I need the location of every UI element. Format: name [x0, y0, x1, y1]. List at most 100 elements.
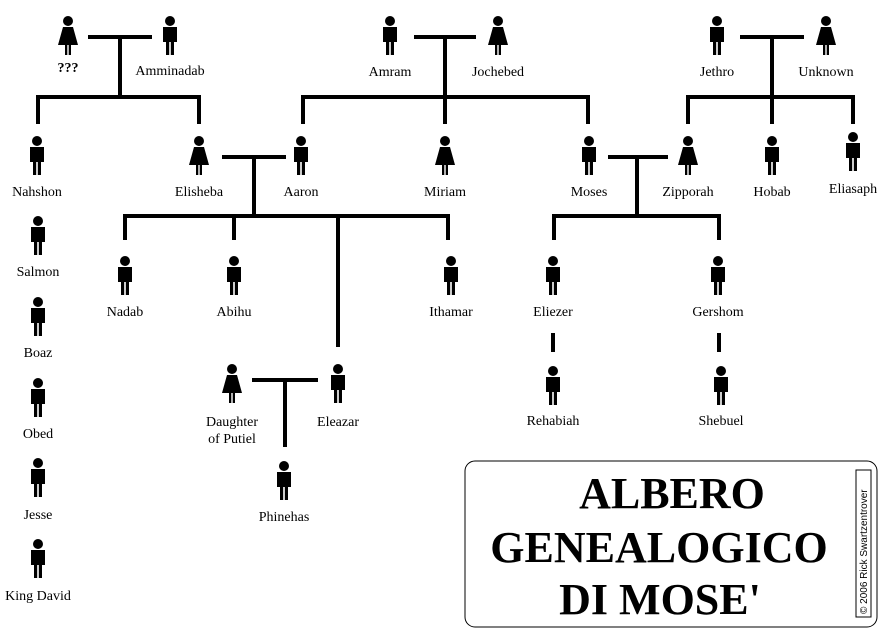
person-gershom: Gershom [692, 256, 744, 320]
person-name: ??? [58, 61, 79, 76]
person-name: Ithamar [429, 305, 473, 320]
male-person-icon [714, 366, 728, 405]
person-miriam: Miriam [424, 136, 466, 200]
person-name: Zipporah [662, 185, 713, 200]
person-name: Eliasaph [829, 182, 877, 197]
male-person-icon [30, 136, 44, 175]
person-name: King David [5, 589, 71, 604]
person-shebuel: Shebuel [698, 366, 744, 429]
person-nadab: Nadab [107, 256, 144, 320]
female-person-icon [222, 364, 242, 403]
person-obed: Obed [23, 378, 53, 442]
person-name: Jesse [24, 508, 53, 523]
person-name: Amminadab [135, 64, 204, 79]
person-daughter-of-putiel: Daughter of Putiel [206, 364, 258, 447]
person-name: Rehabiah [527, 414, 580, 429]
person-name: Hobab [753, 185, 790, 200]
person-jethro: Jethro [700, 16, 734, 80]
title-box: ALBERO GENEALOGICO DI MOSE' © 2006 Rick … [464, 460, 878, 628]
male-person-icon [331, 364, 345, 403]
title-line-3: DI MOSE' [559, 575, 761, 624]
person-name: Obed [23, 427, 53, 442]
person-name: Eleazar [317, 415, 359, 430]
title-line-1: ALBERO [579, 469, 765, 518]
male-person-icon [294, 136, 308, 175]
person-eleazar: Eleazar [317, 364, 359, 430]
person-boaz: Boaz [24, 297, 53, 361]
marriage-line-eleazar [252, 378, 318, 447]
copyright-text: © 2006 Rick Swartzentrover [859, 489, 870, 614]
person-name: Miriam [424, 185, 466, 200]
person-name: Elisheba [175, 185, 224, 200]
male-person-icon [31, 458, 45, 497]
male-person-icon [31, 216, 45, 255]
male-person-icon [582, 136, 596, 175]
marriage-line-aaron [123, 155, 450, 347]
tree-connectors [36, 35, 855, 447]
copyright-box [855, 469, 872, 618]
person-name: Salmon [17, 265, 60, 280]
male-person-icon [846, 132, 860, 171]
person-name: Moses [571, 185, 608, 200]
person-phinehas: Phinehas [259, 461, 310, 525]
male-person-icon [118, 256, 132, 295]
male-person-icon [277, 461, 291, 500]
person-king-david: King David [5, 539, 71, 604]
male-person-icon [383, 16, 397, 55]
person-name: Amram [369, 65, 412, 80]
marriage-line-amram [301, 35, 590, 124]
person-rehabiah: Rehabiah [527, 366, 580, 429]
person-name: Phinehas [259, 510, 310, 525]
person-amminadab: Amminadab [135, 16, 205, 79]
person-abihu: Abihu [217, 256, 252, 320]
person-name: Boaz [24, 346, 53, 361]
male-person-icon [546, 366, 560, 405]
person-moses: Moses [571, 136, 608, 200]
person-aaron: Aaron [284, 136, 319, 200]
male-person-icon [31, 297, 45, 336]
person-name: Nadab [107, 305, 144, 320]
female-person-icon [816, 16, 836, 55]
person-eliasaph: Eliasaph [829, 132, 877, 197]
male-person-icon [546, 256, 560, 295]
person-name: Abihu [217, 305, 252, 320]
marriage-line-amminadab [36, 35, 201, 124]
female-person-icon [189, 136, 209, 175]
person-name: Aaron [284, 185, 319, 200]
male-person-icon [31, 539, 45, 578]
person-eliezer: Eliezer [533, 256, 573, 320]
male-person-icon [710, 16, 724, 55]
person-jesse: Jesse [24, 458, 53, 523]
person-name: Daughter of Putiel [206, 415, 258, 447]
person-name: Jethro [700, 65, 734, 80]
person-name: Unknown [798, 65, 853, 80]
person-name: Jochebed [472, 65, 524, 80]
marriage-line-moses [552, 155, 721, 240]
person-nahshon: Nahshon [12, 136, 62, 200]
person-name: Eliezer [533, 305, 573, 320]
person-name: Shebuel [698, 414, 743, 429]
male-person-icon [163, 16, 177, 55]
person-name: Gershom [692, 305, 743, 320]
male-person-icon [31, 378, 45, 417]
person-elisheba: Elisheba [175, 136, 224, 200]
person-amram: Amram [369, 16, 412, 80]
female-person-icon [678, 136, 698, 175]
person-salmon: Salmon [17, 216, 60, 280]
person-zipporah: Zipporah [662, 136, 714, 200]
person-unknown-wife: ??? [58, 16, 79, 76]
person-name-line: of Putiel [208, 432, 256, 447]
male-person-icon [227, 256, 241, 295]
male-person-icon [765, 136, 779, 175]
person-hobab: Hobab [753, 136, 791, 200]
person-name-line: Daughter [206, 415, 258, 430]
person-jochebed: Jochebed [472, 16, 524, 80]
male-person-icon [444, 256, 458, 295]
person-ithamar: Ithamar [429, 256, 473, 320]
marriage-line-jethro [686, 35, 855, 124]
title-line-2: GENEALOGICO [490, 523, 827, 572]
male-person-icon [711, 256, 725, 295]
female-person-icon [435, 136, 455, 175]
female-person-icon [58, 16, 78, 55]
